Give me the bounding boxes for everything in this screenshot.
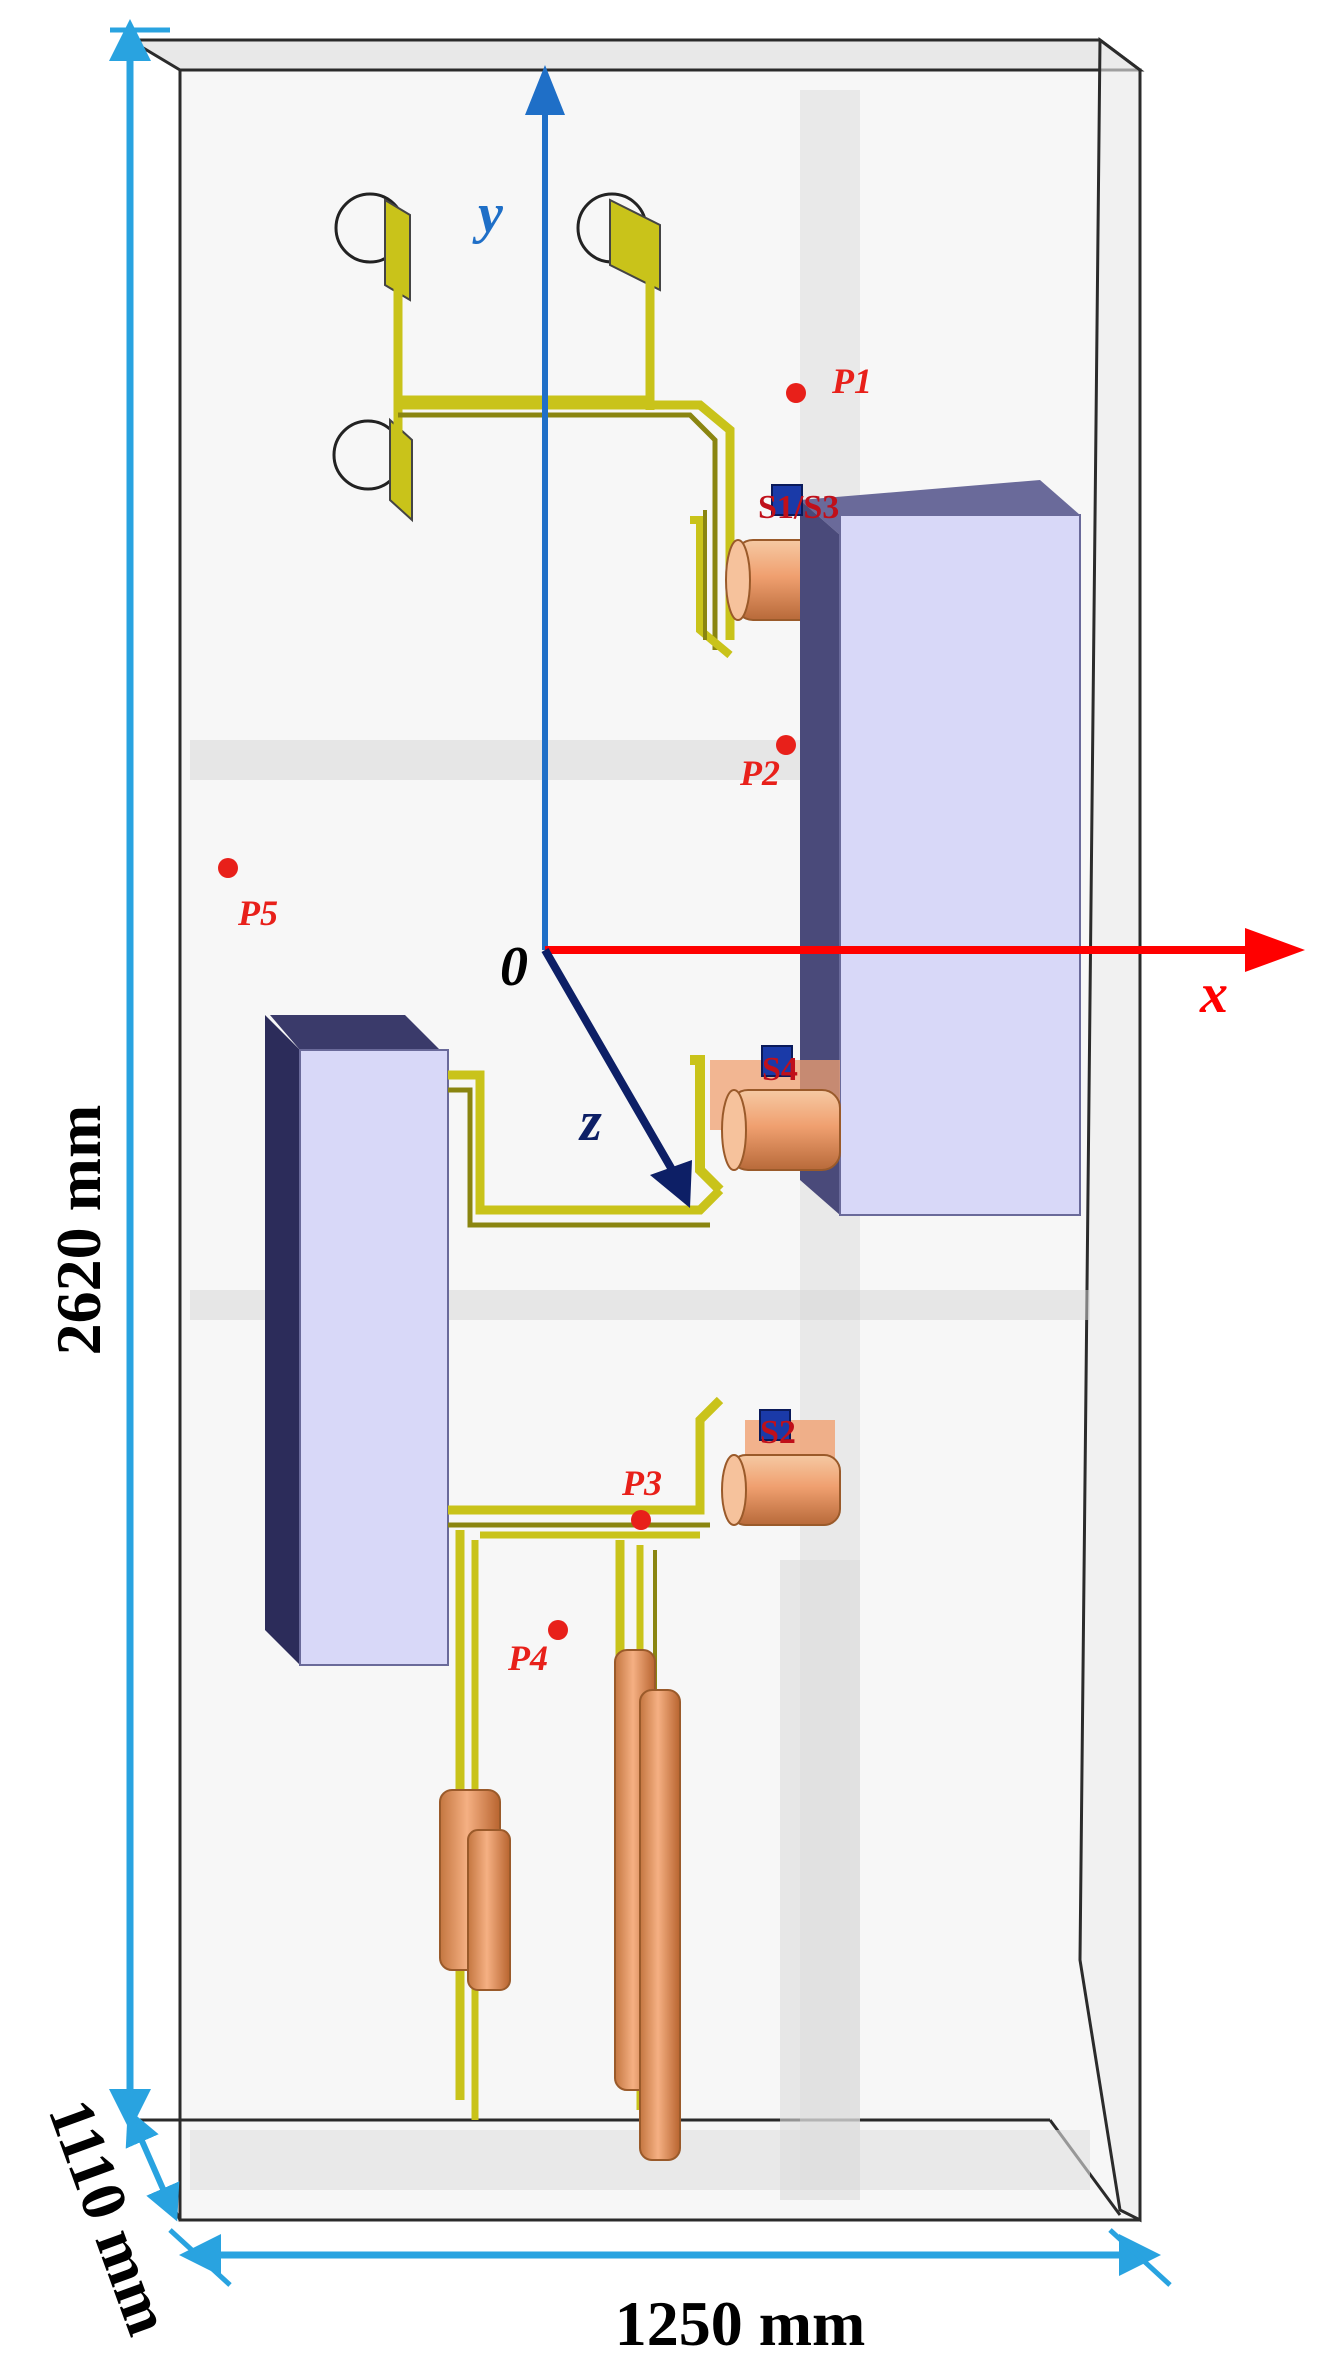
depth-dimension-label: 1110 mm <box>35 2091 185 2344</box>
x-axis-label: x <box>1199 963 1228 1025</box>
source-markers <box>759 484 803 1441</box>
x-axis-arrowhead <box>1245 928 1305 972</box>
cable-terminations <box>439 1649 681 2161</box>
point-p1-dot <box>786 383 806 403</box>
point-p2-label: P2 <box>739 753 780 793</box>
point-p5-dot <box>218 858 238 878</box>
point-p3-label: P3 <box>621 1463 662 1503</box>
point-p4-label: P4 <box>507 1638 548 1678</box>
width-dimension-label: 1250 mm <box>615 2288 866 2359</box>
point-p2-dot <box>776 735 796 755</box>
point-p5-label: P5 <box>237 893 278 933</box>
point-p1-label: P1 <box>831 361 872 401</box>
measurement-point-p2: P2 <box>739 735 796 793</box>
source-label-s1-s3: S1/S3 <box>758 489 839 526</box>
left-tank <box>265 1015 449 1666</box>
z-axis-line <box>541 947 682 1183</box>
y-axis-arrowhead <box>525 65 565 115</box>
origin-label: 0 <box>500 936 528 998</box>
source-label-s2: S2 <box>760 1414 796 1451</box>
point-p3-dot <box>631 1510 651 1530</box>
depth-dimension-line <box>125 2108 180 2222</box>
point-p4-dot <box>548 1620 568 1640</box>
right-tank <box>800 480 1081 1216</box>
coordinate-axes <box>525 65 1305 1208</box>
measurement-point-p3: P3 <box>621 1463 662 1530</box>
height-dimension-label: 2620 mm <box>43 1105 114 1356</box>
measurement-point-p1: P1 <box>786 361 872 403</box>
dimension-lines <box>109 18 1172 2287</box>
y-axis-label: y <box>472 183 504 245</box>
source-label-s4: S4 <box>762 1051 798 1088</box>
measurement-point-p4: P4 <box>507 1620 568 1678</box>
z-axis-arrowhead <box>650 1160 692 1208</box>
measurement-point-p5: P5 <box>218 858 278 933</box>
z-axis-label: z <box>578 1091 602 1153</box>
